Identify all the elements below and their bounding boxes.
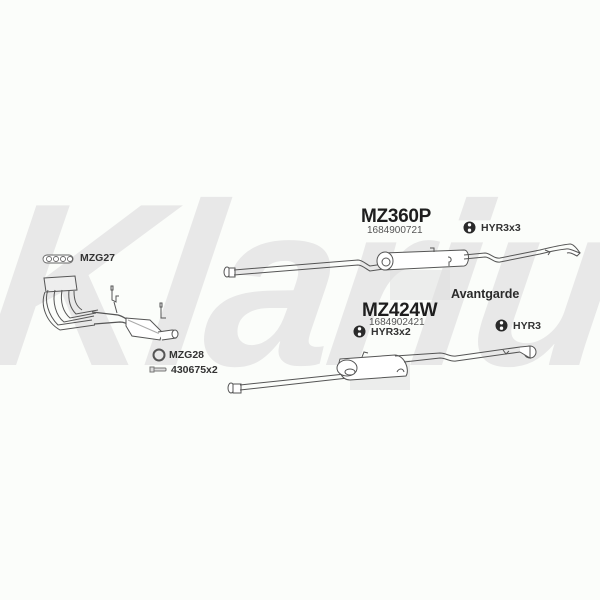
rubber-hanger-icon — [463, 221, 476, 234]
oem-number-mz360p: 1684900721 — [367, 225, 423, 236]
oem-number-mz424w: 1684902421 — [369, 317, 425, 328]
accessory-label-hyr3[interactable]: HYR3 — [495, 319, 541, 332]
accessory-label-mzg27[interactable]: MZG27 — [80, 252, 115, 264]
ring-gasket-icon — [152, 348, 166, 362]
part-code-mz424w[interactable]: MZ424W — [362, 300, 438, 321]
rear-silencer-mz360p[interactable] — [223, 243, 581, 300]
rubber-hanger-icon — [353, 325, 366, 338]
bolt-icon — [149, 366, 167, 373]
exhaust-manifold[interactable] — [42, 275, 179, 341]
accessory-code: MZG28 — [169, 349, 205, 361]
accessory-code: HYR3 — [513, 319, 542, 332]
variant-label: Avantgarde — [451, 287, 520, 301]
accessory-label-hyr3x2[interactable]: HYR3x2 — [353, 325, 411, 338]
accessory-label-mzg28[interactable]: MZG28 — [169, 349, 204, 361]
accessory-label-bolts[interactable]: 430675x2 — [171, 364, 218, 376]
accessory-code: HYR3x3 — [481, 221, 521, 234]
accessory-code: MZG27 — [80, 252, 116, 264]
accessory-code: HYR3x2 — [371, 325, 411, 338]
gasket-set-icon — [42, 254, 74, 264]
accessory-label-hyr3x3[interactable]: HYR3x3 — [463, 221, 521, 234]
part-code-mz360p[interactable]: MZ360P — [361, 206, 432, 227]
rubber-hanger-icon — [495, 319, 508, 332]
rear-silencer-mz424w[interactable] — [227, 345, 537, 394]
accessory-code: 430675x2 — [171, 364, 218, 376]
